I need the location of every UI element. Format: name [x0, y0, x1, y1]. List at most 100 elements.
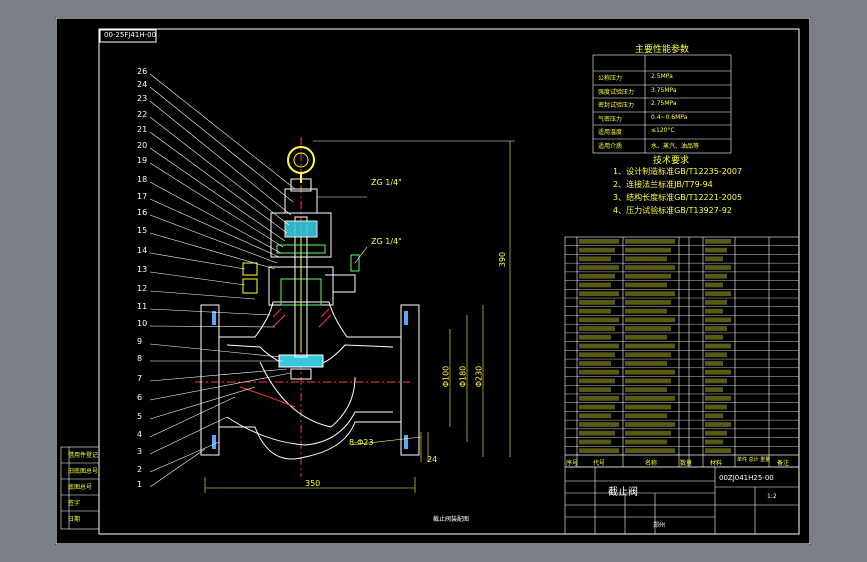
parts-cell-text — [705, 361, 723, 366]
parts-cell-text — [579, 334, 611, 340]
balloon-15: 15 — [137, 226, 148, 235]
dim-g-top: ZG 1/4" — [371, 178, 402, 187]
parts-cell-text — [705, 317, 731, 323]
parts-cell-text — [705, 387, 723, 392]
parts-cell-text — [579, 448, 619, 453]
parts-cell-text — [579, 387, 611, 392]
dim-height: 390 — [498, 251, 508, 268]
balloon-5: 5 — [137, 412, 143, 421]
dimension-lines — [204, 140, 515, 493]
dim-d2: Φ180 — [458, 365, 468, 388]
parts-cell-text — [579, 378, 615, 384]
parts-cell-text — [705, 273, 727, 279]
hdr-material: 材料 — [710, 460, 723, 467]
parts-cell-text — [625, 413, 667, 419]
parts-cell-text — [579, 317, 619, 323]
parts-cell-text — [705, 334, 723, 340]
balloon-8: 8 — [137, 354, 143, 363]
parts-cell-text — [705, 300, 727, 305]
hdr-qty: 数量 — [680, 460, 693, 467]
valve-assembly — [195, 137, 420, 477]
parts-cell-text — [625, 317, 675, 323]
parts-cell-text — [579, 395, 619, 401]
hdr-weight: 单件 总计 重量 — [737, 457, 771, 463]
parts-cell-text — [625, 448, 675, 453]
balloon-3: 3 — [137, 447, 143, 456]
hdr-note: 备注 — [777, 460, 790, 467]
parts-cell-text — [705, 369, 731, 375]
parts-cell-text — [579, 413, 611, 419]
parts-cell-text — [705, 404, 727, 410]
parts-cell-text — [625, 300, 671, 305]
parts-cell-text — [625, 326, 671, 331]
balloon-12: 12 — [137, 284, 148, 293]
parts-cell-text — [579, 282, 611, 288]
tech-item-4: 4、压力试验标准GB/T13927-92 — [613, 206, 732, 215]
perf-label: 气密压力 — [598, 116, 623, 123]
parts-cell-text — [579, 300, 615, 305]
parts-cell-text — [625, 439, 667, 445]
parts-cell-text — [625, 404, 671, 410]
balloon-17: 17 — [137, 192, 148, 201]
balloon-6: 6 — [137, 393, 143, 402]
tech-item-3: 3、结构长度标准GB/T12221-2005 — [613, 193, 743, 202]
parts-cell-text — [625, 387, 667, 392]
perf-label: 适用温度 — [598, 129, 623, 136]
perf-value: 2.5MPa — [651, 73, 673, 80]
drawing-code-box: 00-25FJ41H-00 — [104, 31, 157, 39]
parts-cell-text — [705, 247, 727, 253]
parts-cell-text — [579, 352, 615, 358]
parts-cell-text — [625, 334, 667, 340]
tech-item-1: 1、设计制造标准GB/T12235-2007 — [613, 167, 743, 176]
parts-cell-text — [625, 308, 667, 314]
drawing-canvas — [55, 17, 811, 545]
parts-cell-text — [579, 361, 611, 366]
balloon-14: 14 — [137, 246, 148, 255]
parts-cell-text — [705, 239, 731, 244]
parts-cell-text — [625, 369, 675, 375]
dim-d3: Φ230 — [474, 365, 484, 388]
parts-cell-text — [579, 247, 615, 253]
perf-value: 0.4~0.6MPa — [651, 114, 688, 121]
parts-cell-text — [705, 448, 731, 453]
dim-holes: 8-Φ23 — [349, 438, 374, 447]
parts-cell-text — [625, 256, 667, 262]
tech-item-2: 2、连接法兰标准JB/T79-94 — [613, 180, 713, 189]
tb-name: 截止阀 — [608, 487, 638, 498]
parts-cell-text — [705, 352, 727, 358]
balloon-4: 4 — [137, 430, 143, 439]
perf-label: 适用介质 — [598, 143, 623, 150]
dim-g-mid: ZG 1/4" — [371, 237, 402, 246]
parts-cell-text — [625, 343, 675, 349]
parts-cell-text — [625, 430, 671, 436]
parts-cell-text — [579, 291, 619, 297]
parts-cell-text — [579, 422, 619, 427]
lb-4: 签字 — [68, 500, 81, 507]
title-block-grid — [564, 466, 800, 535]
tb-school: 郑州 — [653, 522, 666, 529]
lb-3: 底图总号 — [68, 484, 93, 491]
parts-cell-text — [625, 265, 675, 270]
lb-5: 日期 — [68, 516, 81, 523]
parts-cell-text — [579, 369, 619, 375]
hdr-code: 代号 — [593, 460, 606, 467]
perf-table-grid — [592, 54, 732, 154]
perf-label: 密封试验压力 — [598, 102, 635, 109]
parts-cell-text — [705, 308, 723, 314]
balloon-11: 11 — [137, 302, 148, 311]
parts-cell-text — [625, 378, 671, 384]
parts-cell-text — [579, 308, 611, 314]
lb-1: 借用件登记 — [68, 452, 99, 459]
perf-value: 2.75MPa — [651, 100, 677, 107]
balloon-9: 9 — [137, 337, 143, 346]
parts-cell-text — [705, 430, 727, 436]
balloon-16: 16 — [137, 208, 148, 217]
balloon-13: 13 — [137, 265, 148, 274]
perf-label: 公称压力 — [598, 75, 623, 82]
parts-cell-text — [705, 378, 727, 384]
parts-fill — [579, 239, 731, 453]
perf-label: 强度试验压力 — [598, 89, 635, 96]
perf-value: 水、蒸汽、油品等 — [651, 143, 700, 150]
parts-cell-text — [625, 395, 675, 401]
balloon-22: 22 — [137, 110, 148, 119]
